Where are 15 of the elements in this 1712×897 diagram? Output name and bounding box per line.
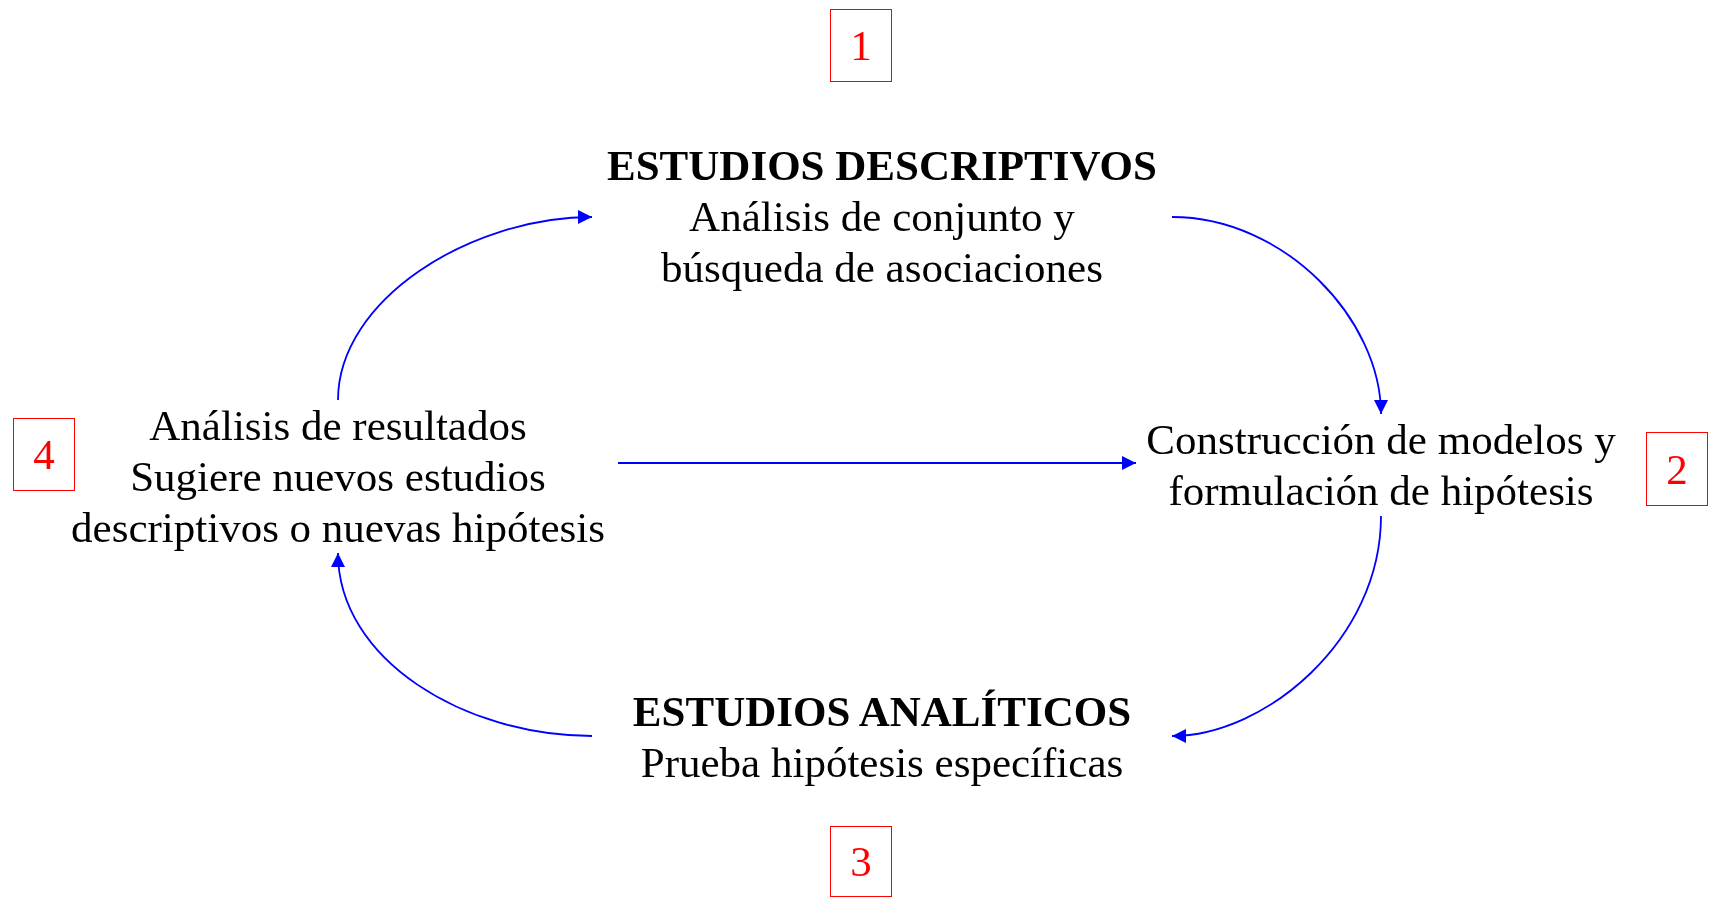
step-number: 3 bbox=[830, 826, 892, 897]
stage-description: Construcción de modelos y formulación de hipótesis bbox=[1145, 415, 1617, 516]
stage-description: Análisis de resultados bbox=[148, 401, 528, 451]
arrow bbox=[337, 210, 593, 401]
step-number: 2 bbox=[1646, 432, 1708, 506]
arrow bbox=[1171, 515, 1382, 742]
step-number: 4 bbox=[13, 418, 75, 491]
step-number: 1 bbox=[830, 9, 892, 82]
arrow bbox=[617, 456, 1137, 470]
stage-heading: ESTUDIOS DESCRIPTIVOS bbox=[606, 141, 1158, 191]
arrow bbox=[332, 552, 593, 737]
stage-description: Prueba hipótesis específicas bbox=[639, 738, 1125, 788]
arrow bbox=[1171, 216, 1387, 415]
stage-description: Análisis de conjunto y búsqueda de asociaciones bbox=[660, 192, 1104, 293]
stage-heading: ESTUDIOS ANALÍTICOS bbox=[631, 687, 1133, 737]
